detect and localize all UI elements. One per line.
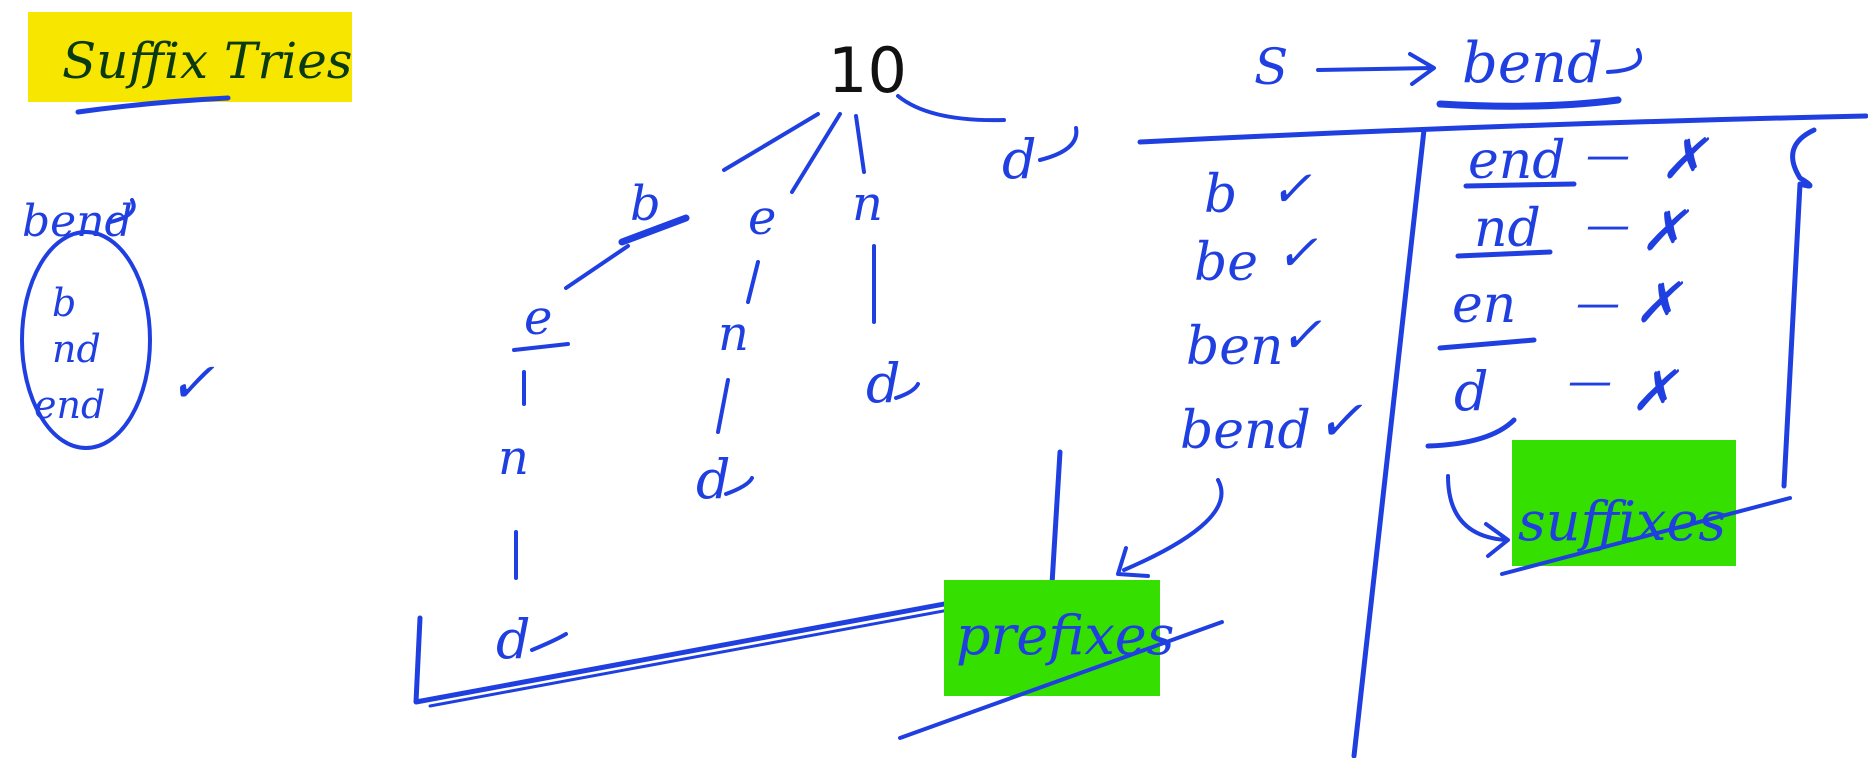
branch-e-d-hook <box>724 476 754 496</box>
prefix-arrow <box>1116 478 1224 578</box>
suffix-dash-d: — <box>1568 356 1612 407</box>
prefix-item-be: be <box>1194 233 1258 293</box>
title-text: Suffix Tries <box>62 32 352 90</box>
prefixes-label: prefixes <box>956 604 1174 667</box>
trie-node-d: d <box>1002 128 1037 191</box>
branch-e-node-d: d <box>696 448 731 511</box>
trie-bracket-inner <box>428 590 1048 708</box>
suffix-nd-underline <box>1455 249 1553 259</box>
edge-e-n-d <box>716 378 730 434</box>
branch-e-node-n: n <box>718 306 749 362</box>
suffix-end-underline <box>1463 181 1577 189</box>
trie-node-n: n <box>852 176 883 232</box>
left-word-underline-hook <box>108 198 136 224</box>
edge-e-n <box>746 260 760 304</box>
suffix-mark-nd: ✗ <box>1640 199 1690 264</box>
branch-b-d-hook <box>530 632 568 652</box>
suffix-mark-en: ✗ <box>1634 271 1684 336</box>
branch-n-node-d: d <box>866 352 901 415</box>
branch-b-e-underline <box>512 342 570 352</box>
prefix-check-ben: ✓ <box>1280 306 1322 364</box>
prefix-check-bend: ✓ <box>1316 389 1363 454</box>
header-word-hook <box>1606 48 1642 74</box>
edge-root-b <box>722 112 820 172</box>
suffix-item-en: en <box>1452 275 1516 335</box>
suffix-dash-end: — <box>1586 130 1630 181</box>
edge-root-e <box>790 112 842 194</box>
title-underline <box>75 95 231 115</box>
prefix-item-b: b <box>1204 165 1237 225</box>
trie-bracket <box>413 449 1063 705</box>
suffix-item-nd: nd <box>1474 199 1541 259</box>
suffix-en-underline <box>1437 337 1537 351</box>
suffix-mark-end: ✗ <box>1660 127 1710 192</box>
suffix-item-end: end <box>1468 131 1566 191</box>
header-s: S <box>1254 38 1288 96</box>
header-word-underline <box>1436 96 1622 110</box>
left-check: ✓ <box>168 351 215 416</box>
prefix-check-b: ✓ <box>1270 160 1312 218</box>
suffixes-underline <box>1500 496 1792 576</box>
edge-root-n <box>854 114 866 174</box>
node-d-hook <box>1038 126 1079 162</box>
table-vertical-line <box>1351 127 1427 758</box>
suffix-item-d: d <box>1454 360 1489 423</box>
branch-b-node-n: n <box>498 430 529 486</box>
trie-root: 10 <box>828 34 907 107</box>
suffix-dash-nd: — <box>1586 200 1630 251</box>
suffix-bracket <box>1781 127 1817 489</box>
prefix-item-bend: bend <box>1180 401 1311 461</box>
table-horizontal-line <box>1137 113 1868 145</box>
left-item-b: b <box>52 281 76 325</box>
edge-root-d <box>896 94 1006 123</box>
prefix-item-ben: ben <box>1186 317 1284 377</box>
suffixes-highlight <box>1512 440 1736 566</box>
header-arrow <box>1316 52 1436 86</box>
left-circle <box>20 230 152 450</box>
trie-node-e: e <box>748 190 776 246</box>
branch-b-node-d: d <box>496 608 531 671</box>
header-word: bend <box>1462 31 1603 96</box>
title-highlight <box>28 12 352 102</box>
suffix-d-hook <box>1425 417 1517 449</box>
suffix-dash-en: — <box>1576 278 1620 329</box>
branch-b-node-e: e <box>524 290 552 346</box>
trie-node-b: b <box>630 176 661 232</box>
edge-b-e <box>564 244 630 290</box>
suffix-arrow <box>1446 474 1510 558</box>
suffix-mark-d: ✗ <box>1630 359 1680 424</box>
left-item-nd: nd <box>52 327 101 371</box>
branch-n-d-hook <box>894 382 920 400</box>
node-b-underline <box>618 214 690 246</box>
left-item-end: end <box>34 383 105 427</box>
prefix-check-be: ✓ <box>1276 224 1318 282</box>
prefixes-highlight <box>944 580 1160 696</box>
prefixes-underline <box>898 620 1224 740</box>
